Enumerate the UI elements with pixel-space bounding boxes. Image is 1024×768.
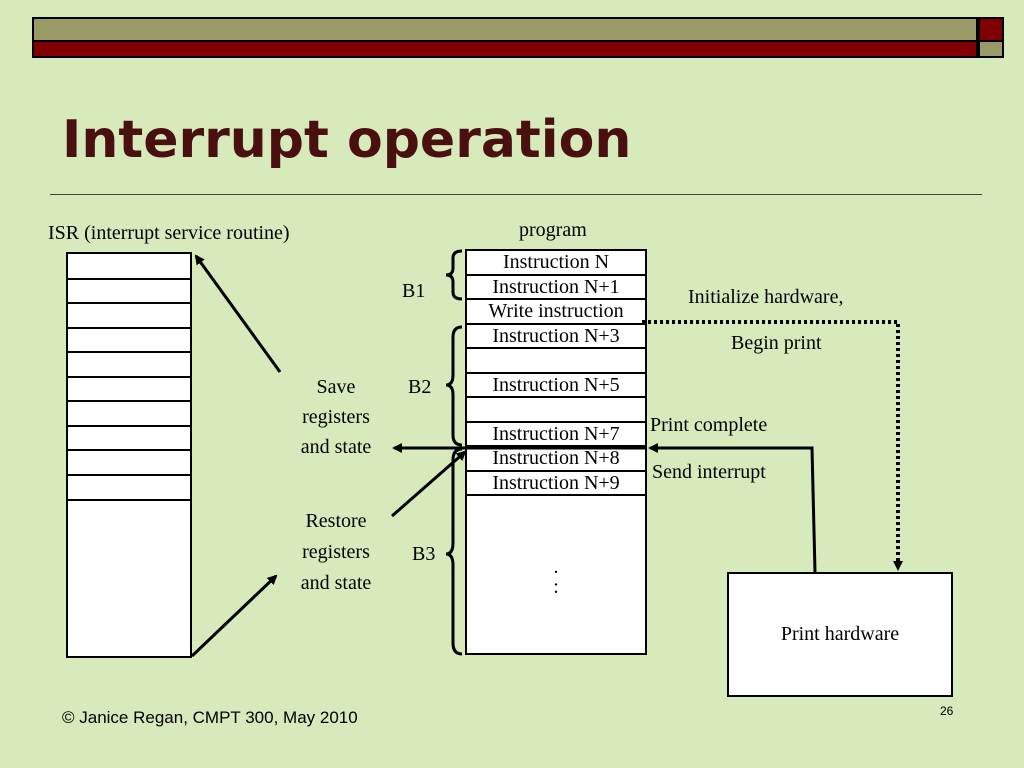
isr-slot <box>68 353 190 378</box>
header-square-olive <box>978 42 1004 58</box>
brace-b2 <box>445 325 463 447</box>
program-label: program <box>519 219 587 241</box>
isr-slot <box>68 476 190 501</box>
arrow-to-isr-top <box>194 254 282 373</box>
isr-stack <box>66 252 192 658</box>
isr-label: ISR (interrupt service routine) <box>48 222 290 244</box>
program-cell <box>467 398 645 423</box>
restore-line: and state <box>300 572 372 594</box>
print-hardware-box: Print hardware <box>727 572 953 697</box>
isr-slot <box>68 378 190 402</box>
group-b2-label: B2 <box>408 376 432 398</box>
program-cell: Write instruction <box>467 300 645 325</box>
program-cell: Instruction N+7 <box>467 423 645 447</box>
program-stack: Instruction N Instruction N+1 Write inst… <box>465 249 647 655</box>
save-line: Save <box>316 376 356 398</box>
restore-line: registers <box>302 541 370 563</box>
arrow-write-to-hardware <box>642 320 903 571</box>
program-cell <box>467 349 645 374</box>
print-complete-label: Print complete <box>650 414 768 436</box>
init-hardware-label: Initialize hardware, <box>688 286 844 308</box>
program-cell: Instruction N+3 <box>467 325 645 349</box>
save-registers-label: Save registers and state <box>276 372 396 462</box>
brace-b1 <box>445 249 463 301</box>
save-line: registers <box>302 406 370 428</box>
header-square-red <box>978 17 1004 42</box>
header-bar-red <box>32 42 978 58</box>
isr-slot <box>68 402 190 427</box>
arrow-hw-interrupt <box>648 443 817 573</box>
isr-slot <box>68 329 190 353</box>
slide-title: Interrupt operation <box>62 110 632 170</box>
isr-slot <box>68 451 190 476</box>
program-cell: Instruction N+8 <box>467 447 645 472</box>
restore-registers-label: Restore registers and state <box>276 506 396 599</box>
group-b1-label: B1 <box>402 280 426 302</box>
group-b3-label: B3 <box>412 543 436 565</box>
send-interrupt-label: Send interrupt <box>652 461 766 483</box>
arrow-isr-end-to-restore <box>190 574 278 658</box>
restore-line: Restore <box>305 510 367 532</box>
brace-b3 <box>445 447 463 656</box>
title-rule <box>50 194 982 195</box>
isr-slot <box>68 427 190 451</box>
footer-copyright: © Janice Regan, CMPT 300, May 2010 <box>62 708 358 727</box>
isr-slot <box>68 254 190 280</box>
header-bar-olive <box>32 17 978 42</box>
isr-slot <box>68 280 190 304</box>
program-cell: Instruction N+9 <box>467 472 645 496</box>
program-continuation: . : <box>553 556 559 598</box>
program-cell: Instruction N <box>467 251 645 276</box>
program-cell: Instruction N+1 <box>467 276 645 300</box>
isr-slot <box>68 304 190 329</box>
save-line: and state <box>300 436 372 458</box>
arrow-restore-to-n8 <box>391 450 467 518</box>
begin-print-label: Begin print <box>731 332 822 354</box>
print-hardware-label: Print hardware <box>780 623 900 645</box>
page-number: 26 <box>940 704 954 718</box>
program-cell: Instruction N+5 <box>467 374 645 398</box>
